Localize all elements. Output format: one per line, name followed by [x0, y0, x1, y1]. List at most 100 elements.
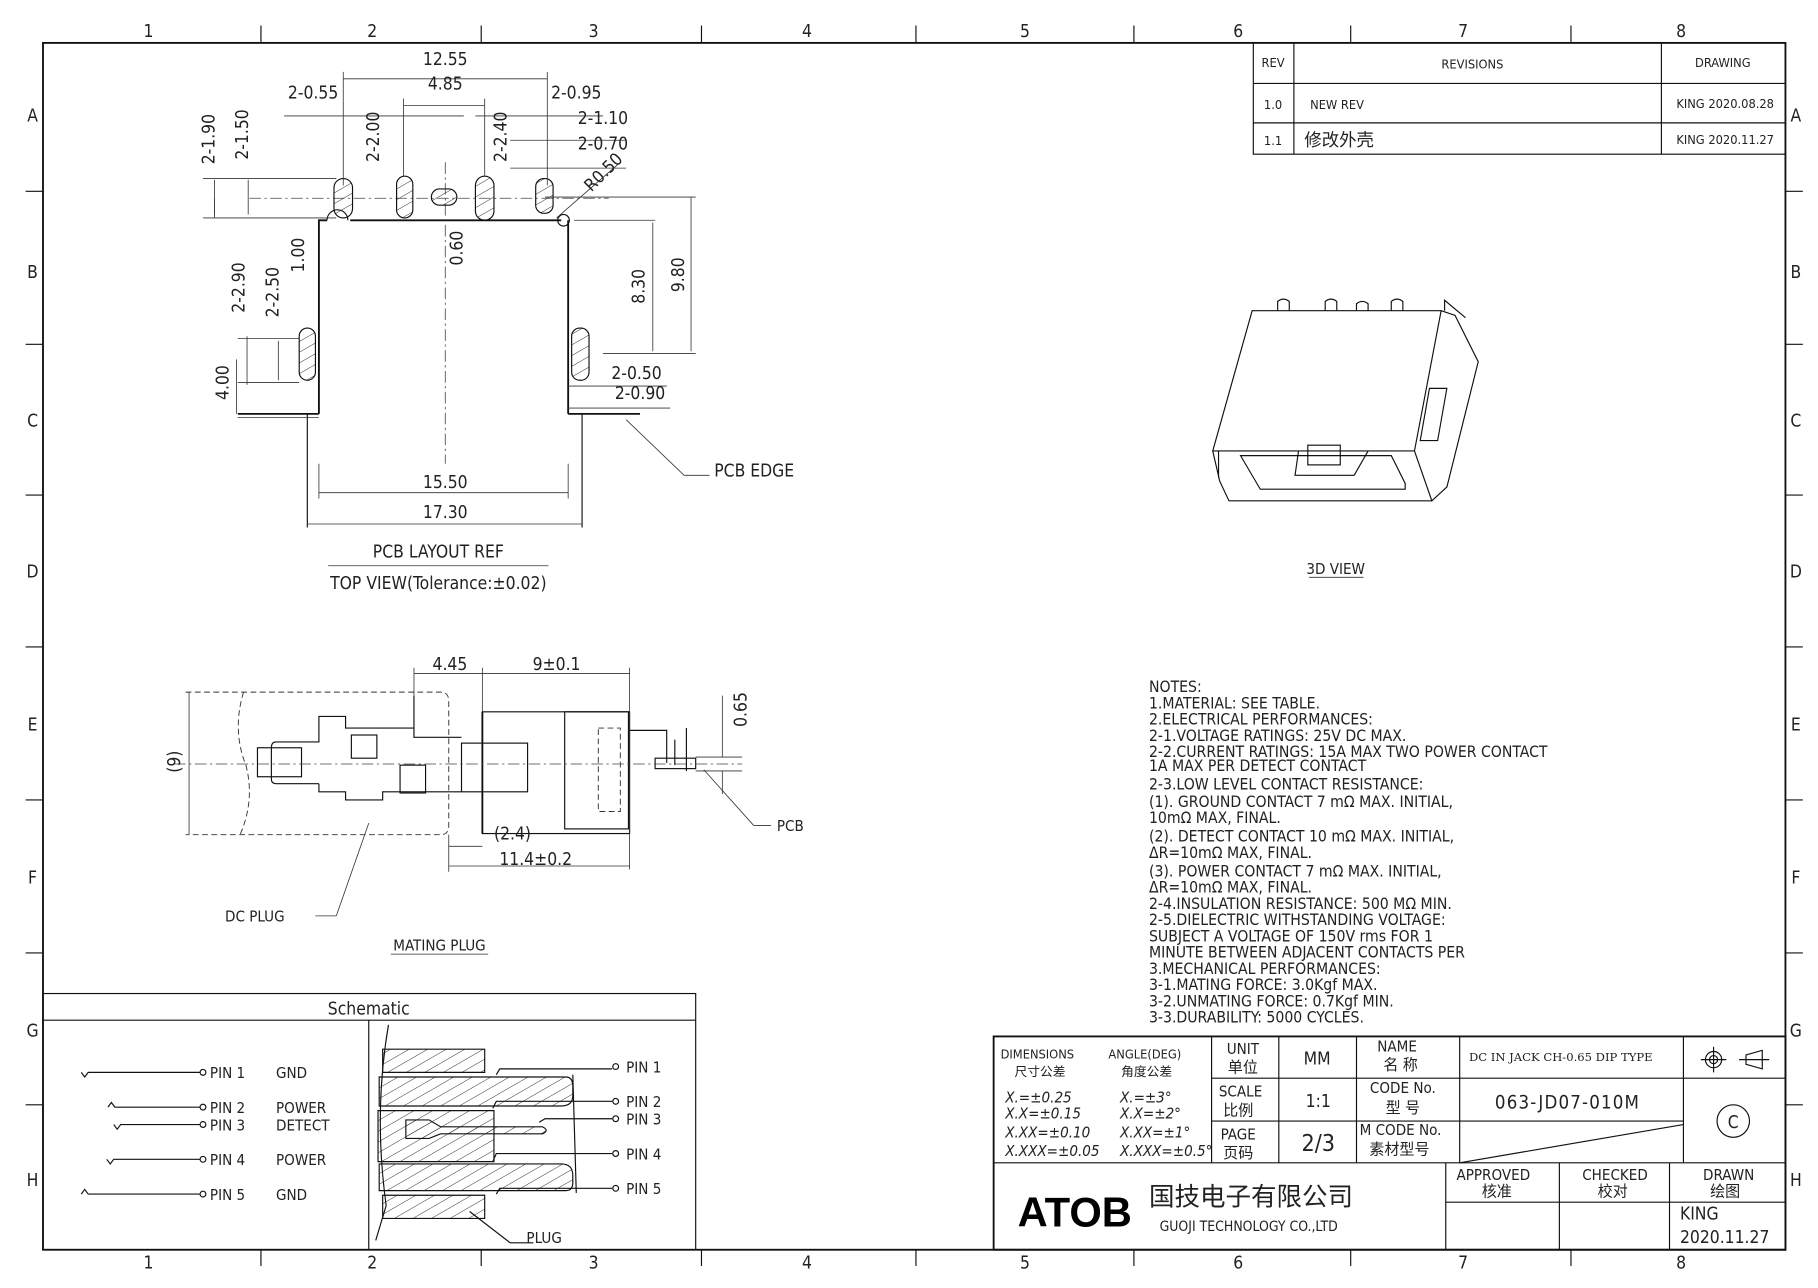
dim-0-60: 0.60	[448, 231, 468, 266]
revisions-table: REV REVISIONS DRAWING 1.0 NEW REV KING 2…	[1252, 42, 1787, 155]
drawing-header: DRAWING	[1695, 56, 1751, 71]
dim-4-00: 4.00	[213, 365, 233, 400]
col-label: 1	[144, 1253, 154, 1273]
drawn-date: 2020.11.27	[1680, 1228, 1769, 1248]
row-label: H	[1790, 1171, 1802, 1191]
mating-plug-view: 4.45 9±0.1 0.65 (9) (2.4) 11.4±0.2 PCB D…	[165, 655, 804, 955]
col-label: 8	[1676, 1253, 1686, 1273]
col-label: 4	[802, 22, 812, 42]
company-name-en: GUOJI TECHNOLOGY CO.,LTD	[1160, 1219, 1338, 1235]
dim-8-30: 8.30	[630, 269, 650, 304]
rev-number: 1.1	[1264, 134, 1282, 149]
pin-label: PIN 5	[626, 1180, 661, 1198]
dim-17-30: 17.30	[423, 503, 468, 523]
row-label: E	[28, 715, 38, 735]
scale-label: SCALE	[1219, 1083, 1262, 1101]
col-label: 8	[1676, 22, 1686, 42]
col-label: 6	[1233, 1253, 1243, 1273]
copyright-icon	[1716, 1104, 1751, 1138]
dim-9-80: 9.80	[669, 257, 689, 292]
pin-label: PIN 3	[626, 1111, 661, 1129]
note-line: ΔR=10mΩ MAX, FINAL.	[1149, 878, 1312, 897]
note-line: ΔR=10mΩ MAX, FINAL.	[1149, 843, 1312, 862]
note-line: 3.MECHANICAL PERFORMANCES:	[1149, 959, 1381, 978]
angle-label-cn: 角度公差	[1121, 1064, 1172, 1080]
pin-label: PIN 1	[626, 1058, 661, 1076]
pin-function: GND	[276, 1186, 307, 1204]
row-label: F	[28, 868, 37, 888]
column-labels-bottom: 1 2 3 4 5 6 7 8	[144, 1253, 1687, 1273]
pin-label: PIN 2	[626, 1093, 661, 1111]
top-view-title: PCB LAYOUT REF	[373, 543, 504, 563]
col-label: 7	[1458, 22, 1468, 42]
row-label: B	[1791, 263, 1802, 283]
note-line: 1.MATERIAL: SEE TABLE.	[1149, 693, 1320, 712]
pin-label: PIN 5	[210, 1186, 245, 1204]
note-line: 2.ELECTRICAL PERFORMANCES:	[1149, 710, 1373, 729]
row-label: H	[27, 1171, 39, 1191]
pin-label: PIN 4	[210, 1151, 245, 1169]
approved-label-cn: 核准	[1482, 1182, 1512, 1200]
dim-0-65: 0.65	[732, 692, 752, 727]
note-line: 10mΩ MAX, FINAL.	[1149, 808, 1281, 827]
checked-label: CHECKED	[1582, 1166, 1648, 1184]
dim-2-2-90: 2-2.90	[230, 262, 250, 312]
code-value: 063-JD07-010M	[1495, 1092, 1640, 1113]
dim-2-1-50: 2-1.50	[233, 109, 253, 159]
row-label: B	[27, 263, 38, 283]
drawn-label: DRAWN	[1703, 1166, 1754, 1184]
tolerance: X.X=±0.15	[1004, 1105, 1081, 1123]
angle-tolerance: X.XX=±1°	[1119, 1123, 1190, 1141]
row-label: E	[1791, 715, 1801, 735]
unit-label-cn: 单位	[1228, 1058, 1258, 1076]
row-label: G	[26, 1021, 38, 1041]
projection-symbol-icon	[1700, 1046, 1770, 1073]
dim-r0-50: R0.50	[581, 149, 627, 195]
note-line: 2-3.LOW LEVEL CONTACT RESISTANCE:	[1149, 774, 1423, 793]
pin-label: PIN 1	[210, 1064, 245, 1082]
dim-2-0-90: 2-0.90	[615, 384, 665, 404]
pin-label: PIN 4	[626, 1145, 661, 1163]
dim-2-1-10: 2-1.10	[578, 109, 628, 129]
revisions-header: REVISIONS	[1441, 57, 1503, 72]
row-label: F	[1791, 868, 1800, 888]
schematic-panel: Schematic PIN 1 GND PIN 2 POWER PIN 3 DE…	[42, 992, 697, 1251]
product-name: DC IN JACK CH-0.65 DIP TYPE	[1469, 1050, 1653, 1064]
scale-value: 1:1	[1306, 1092, 1331, 1112]
angle-label: ANGLE(DEG)	[1108, 1047, 1181, 1062]
code-label: CODE No.	[1370, 1079, 1436, 1097]
row-labels-right: A B C D E F G H	[1790, 107, 1802, 1191]
drawn-by: KING	[1680, 1205, 1719, 1225]
schematic-title: Schematic	[328, 999, 410, 1019]
row-label: A	[27, 107, 38, 127]
rev-header: REV	[1261, 56, 1284, 71]
tolerance: X.XXX=±0.05	[1004, 1142, 1099, 1160]
pin-function: POWER	[276, 1151, 327, 1169]
row-label: A	[1791, 107, 1802, 127]
mcode-label-cn: 素材型号	[1369, 1141, 1429, 1159]
dim-2-0-55: 2-0.55	[288, 84, 338, 104]
col-label: 3	[589, 1253, 599, 1273]
mcode-label: M CODE No.	[1360, 1121, 1442, 1139]
plug-label: PLUG	[526, 1229, 561, 1247]
tolerance: X.XX=±0.10	[1004, 1123, 1090, 1141]
col-label: 6	[1233, 22, 1243, 42]
note-line: MINUTE BETWEEN ADJACENT CONTACTS PER	[1149, 943, 1465, 962]
row-label: C	[27, 412, 38, 432]
pcb-edge-label: PCB EDGE	[714, 461, 794, 481]
3d-view: 3D VIEW	[1211, 298, 1479, 578]
dim-2-0-95: 2-0.95	[551, 84, 601, 104]
dim-2-0-70: 2-0.70	[578, 135, 628, 155]
row-label: D	[1790, 562, 1802, 582]
copyright-mark: C	[1728, 1113, 1739, 1133]
dim-2-2-40: 2-2.40	[492, 112, 512, 162]
column-labels-top: 1 2 3 4 5 6 7 8	[144, 22, 1687, 42]
col-label: 1	[144, 22, 154, 42]
row-label: C	[1790, 412, 1801, 432]
row-labels-left: A B C D E F G H	[26, 107, 38, 1191]
note-line: 2-2.CURRENT RATINGS: 15A MAX TWO POWER C…	[1149, 742, 1548, 761]
page-label-cn: 页码	[1223, 1144, 1253, 1162]
dim-2-2-00: 2-2.00	[364, 112, 384, 162]
pin-label: PIN 3	[210, 1116, 245, 1134]
